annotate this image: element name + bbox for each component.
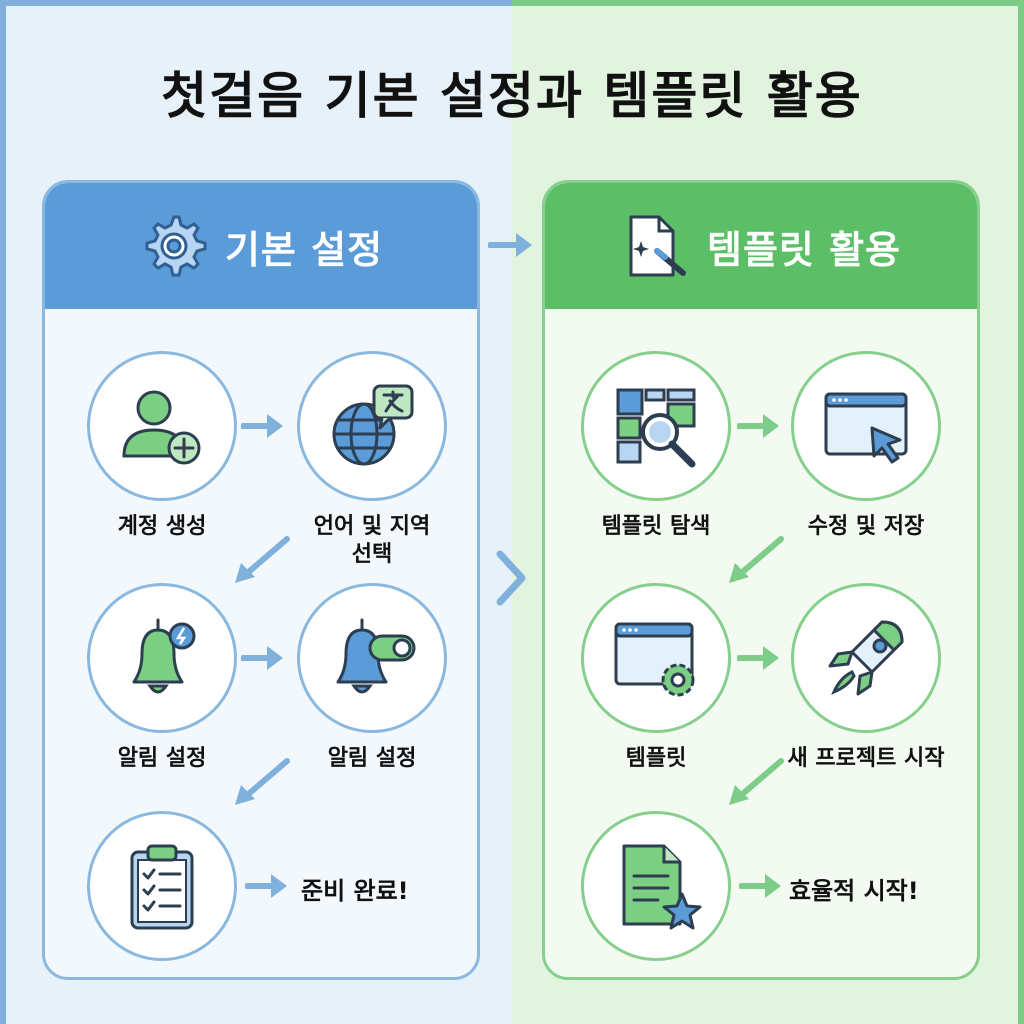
step-account-create-label: 계정 생성 [117, 514, 207, 539]
clipboard-checklist-icon [130, 844, 194, 930]
document-star-icon [622, 844, 702, 930]
step-template-search-label: 템플릿 탐색 [601, 514, 711, 539]
step-template-label: 템플릿 [625, 746, 687, 771]
panel-connector-chevron-icon [494, 548, 528, 608]
step-ready-label: 준비 완료! [301, 877, 409, 905]
template-usage-title: 템플릿 활용 [706, 227, 902, 272]
arrow-down-left-green-icon [725, 757, 787, 809]
template-search-icon [616, 388, 696, 468]
step-efficient-start-label: 효율적 시작! [789, 877, 919, 905]
step-notification-toggle-label: 알림 설정 [327, 746, 417, 771]
arrow-down-left-icon [231, 757, 293, 809]
basic-settings-header: 기본 설정 [45, 183, 477, 309]
template-usage-panel: 템플릿 활용 템플릿 탐색 수정 및 저장 [542, 180, 980, 980]
top-edge-bar-left [0, 0, 512, 6]
right-edge-bar [1018, 0, 1024, 1024]
user-add-icon [122, 390, 201, 465]
step-template-search [581, 351, 731, 501]
left-edge-bar [0, 0, 6, 1024]
bell-icon [132, 618, 196, 694]
step-ready [87, 811, 237, 961]
rocket-icon [828, 620, 904, 696]
browser-gear-icon [614, 622, 695, 697]
step-notification-settings [87, 583, 237, 733]
basic-settings-title: 기본 설정 [224, 227, 384, 272]
step-account-create [87, 351, 237, 501]
step-efficient-start [581, 811, 731, 961]
arrow-right-icon [241, 641, 287, 675]
basic-settings-panel: 기본 설정 계정 생성 언어 및 지역 선택 [42, 180, 480, 980]
arrow-down-left-green-icon [725, 535, 787, 587]
arrow-right-icon [245, 869, 291, 903]
step-new-project-label: 새 프로젝트 시작 [787, 746, 945, 771]
magic-document-icon [629, 215, 686, 277]
step-notification-settings-label: 알림 설정 [117, 746, 207, 771]
top-edge-bar-right [512, 0, 1024, 6]
globe-translate-icon [332, 384, 414, 466]
step-template [581, 583, 731, 733]
step-new-project [791, 583, 941, 733]
step-language-region-label: 언어 및 지역 선택 [313, 514, 431, 567]
gear-icon [145, 215, 207, 277]
bell-toggle-icon [336, 618, 416, 694]
arrow-right-green-icon [739, 869, 785, 903]
arrow-down-left-icon [231, 535, 293, 587]
arrow-right-icon [241, 409, 287, 443]
panel-connector-arrow-right-icon [488, 228, 536, 262]
template-usage-header: 템플릿 활용 [545, 183, 977, 309]
step-edit-save-label: 수정 및 저장 [807, 514, 925, 539]
step-language-region [297, 351, 447, 501]
step-edit-save [791, 351, 941, 501]
arrow-right-green-icon [737, 641, 783, 675]
page-title: 첫걸음 기본 설정과 템플릿 활용 [161, 67, 863, 125]
browser-cursor-icon [824, 392, 908, 464]
arrow-right-green-icon [737, 409, 783, 443]
step-notification-toggle [297, 583, 447, 733]
